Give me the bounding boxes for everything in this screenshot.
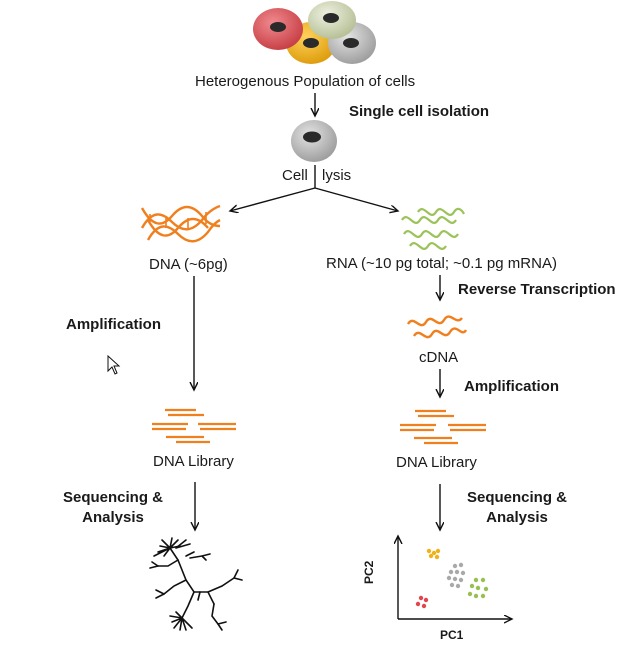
pca-x-label: PC1 (440, 628, 464, 642)
cdna-strand-icon (406, 315, 468, 339)
reverse-transcription-label: Reverse Transcription (458, 281, 616, 298)
library-fragments-icon (400, 409, 486, 445)
dna-library-label-right: DNA Library (396, 454, 477, 471)
library-fragments-icon (152, 408, 236, 444)
population-label: Heterogenous Population of cells (195, 73, 416, 90)
dna-library-label-left: DNA Library (153, 453, 234, 470)
rna-title: RNA (~10 pg total; ~0.1 pg mRNA) (326, 255, 557, 272)
cdna-label: cDNA (419, 349, 459, 366)
cell-cluster-icon (253, 1, 376, 64)
dna-sequencing-label-line2: Analysis (82, 509, 144, 526)
mouse-cursor-icon (107, 354, 121, 375)
pca-plot-icon (398, 536, 512, 619)
single-cell-icon (291, 120, 337, 162)
pca-y-label: PC2 (362, 560, 376, 584)
single-cell-isolation-label: Single cell isolation (349, 103, 490, 120)
lysis-label: lysis (322, 167, 352, 184)
rna-sequencing-label-line1: Sequencing & (466, 489, 567, 506)
phylogenetic-tree-icon (149, 537, 243, 631)
dna-title: DNA (~6pg) (149, 256, 228, 273)
rna-amplification-label: Amplification (464, 378, 560, 395)
cell-label: Cell (282, 167, 308, 184)
dna-helix-icon (140, 204, 221, 243)
dna-amplification-label: Amplification (66, 316, 162, 333)
rna-strand-icon (401, 207, 465, 250)
rna-sequencing-label-line2: Analysis (486, 509, 548, 526)
dna-sequencing-label-line1: Sequencing & (62, 489, 163, 506)
